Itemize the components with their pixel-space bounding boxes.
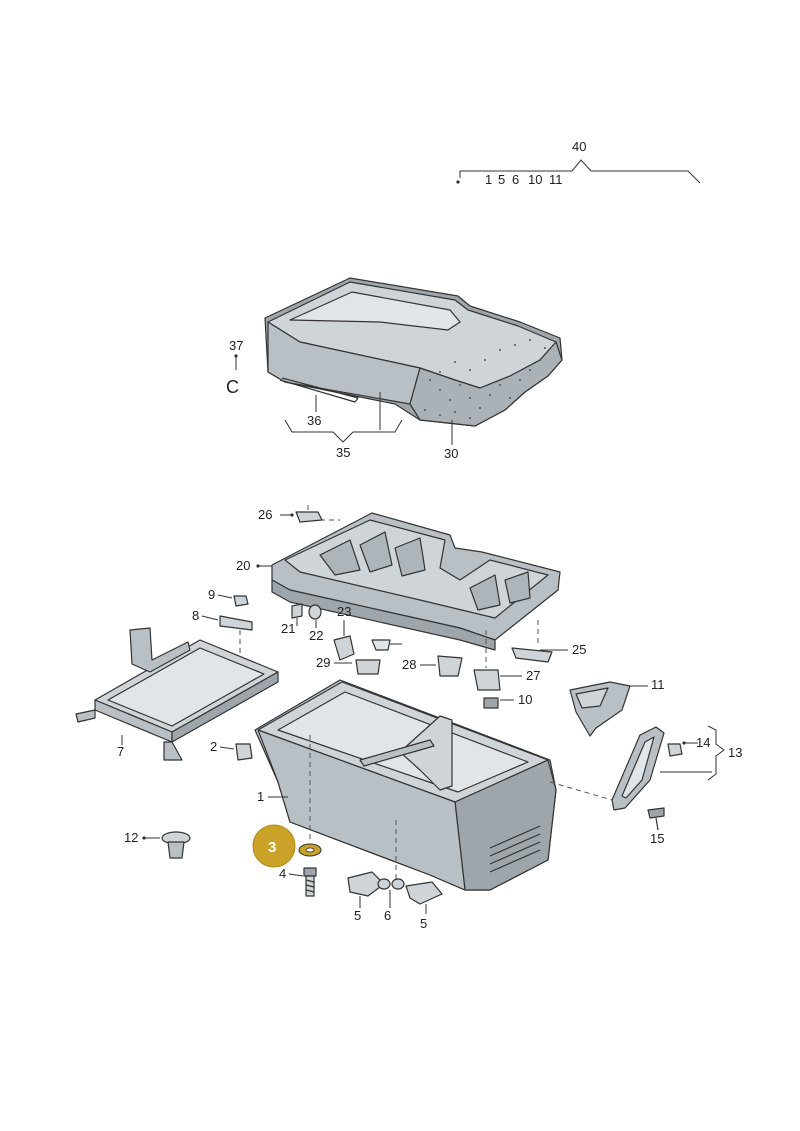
callout-3[interactable]: 3 bbox=[268, 839, 276, 856]
clip-part-23[interactable] bbox=[333, 635, 355, 661]
callout-10[interactable]: 10 bbox=[518, 692, 532, 707]
tray-ribs bbox=[319, 531, 531, 611]
highlight-callout-3[interactable]: 3 bbox=[252, 824, 296, 868]
callout-5a[interactable]: 5 bbox=[354, 908, 361, 923]
clip-c-symbol: C bbox=[226, 377, 239, 397]
callout-4[interactable]: 4 bbox=[279, 866, 286, 881]
storage-box-part[interactable] bbox=[254, 679, 557, 891]
seat-frame-tray-part[interactable] bbox=[271, 512, 561, 651]
hinge-part-11[interactable] bbox=[569, 681, 631, 737]
clip-part-26[interactable] bbox=[295, 511, 323, 523]
callout-group-40: 40 1 5 6 10 11 bbox=[456, 139, 701, 187]
bolt-part-4[interactable] bbox=[303, 867, 317, 897]
screw-part-tray[interactable] bbox=[371, 639, 391, 651]
callout-26[interactable]: 26 bbox=[258, 507, 272, 522]
nut-part-14[interactable] bbox=[667, 743, 683, 757]
callout-37[interactable]: 37 bbox=[229, 338, 243, 353]
callout-22[interactable]: 22 bbox=[309, 628, 323, 643]
clip-part-22[interactable] bbox=[308, 604, 322, 620]
callout-6b[interactable]: 6 bbox=[384, 908, 391, 923]
rod-part-36[interactable] bbox=[279, 377, 359, 403]
washer-part-3[interactable] bbox=[298, 843, 322, 857]
clip-part-5a[interactable] bbox=[347, 871, 385, 897]
callout-40-item-11[interactable]: 11 bbox=[549, 172, 563, 187]
callout-40-item-6[interactable]: 6 bbox=[512, 172, 519, 187]
callout-21[interactable]: 21 bbox=[281, 621, 295, 636]
callout-13[interactable]: 13 bbox=[728, 745, 742, 760]
callout-27[interactable]: 27 bbox=[526, 668, 540, 683]
callout-28[interactable]: 28 bbox=[402, 657, 416, 672]
clip-part-5b[interactable] bbox=[405, 881, 443, 905]
callout-14[interactable]: 14 bbox=[696, 735, 710, 750]
rivet-part-12[interactable] bbox=[161, 831, 191, 859]
callout-30[interactable]: 30 bbox=[444, 446, 458, 461]
callout-40-item-5[interactable]: 5 bbox=[498, 172, 505, 187]
callout-1[interactable]: 1 bbox=[257, 789, 264, 804]
callout-36[interactable]: 36 bbox=[307, 413, 321, 428]
callout-25[interactable]: 25 bbox=[572, 642, 586, 657]
callout-40-item-10[interactable]: 10 bbox=[528, 172, 542, 187]
seat-cushion-part[interactable] bbox=[264, 277, 563, 427]
callout-29[interactable]: 29 bbox=[316, 655, 330, 670]
callout-23[interactable]: 23 bbox=[337, 604, 351, 619]
clip-part-25[interactable] bbox=[511, 647, 553, 663]
clip-part-27[interactable] bbox=[473, 669, 501, 691]
callout-7[interactable]: 7 bbox=[117, 744, 124, 759]
clip-part-28[interactable] bbox=[437, 655, 463, 677]
bolt-threads bbox=[305, 879, 315, 893]
callout-12[interactable]: 12 bbox=[124, 830, 138, 845]
clip-part-21[interactable] bbox=[291, 603, 303, 619]
callout-5c[interactable]: 5 bbox=[420, 916, 427, 931]
clip-part-6[interactable] bbox=[377, 878, 405, 890]
screw-part-15[interactable] bbox=[647, 807, 665, 831]
nut-part-9[interactable] bbox=[233, 595, 249, 607]
callout-40[interactable]: 40 bbox=[572, 139, 586, 154]
callout-20[interactable]: 20 bbox=[236, 558, 250, 573]
bracket-part-8[interactable] bbox=[219, 615, 253, 631]
side-panel-part[interactable] bbox=[611, 726, 665, 811]
callout-40-item-1[interactable]: 1 bbox=[485, 172, 492, 187]
plate-part-7[interactable] bbox=[75, 627, 279, 761]
box-vent-slots bbox=[489, 825, 541, 873]
callout-35[interactable]: 35 bbox=[336, 445, 350, 460]
foam-texture-dots bbox=[424, 339, 546, 419]
pad-part-10[interactable] bbox=[483, 697, 499, 709]
callout-9[interactable]: 9 bbox=[208, 587, 215, 602]
clip-part-29[interactable] bbox=[355, 659, 381, 675]
callout-11[interactable]: 11 bbox=[651, 677, 665, 692]
highlight-circle bbox=[252, 824, 296, 868]
callout-8[interactable]: 8 bbox=[192, 608, 199, 623]
nut-part-2[interactable] bbox=[235, 743, 253, 761]
callout-15[interactable]: 15 bbox=[650, 831, 664, 846]
callout-2[interactable]: 2 bbox=[210, 739, 217, 754]
